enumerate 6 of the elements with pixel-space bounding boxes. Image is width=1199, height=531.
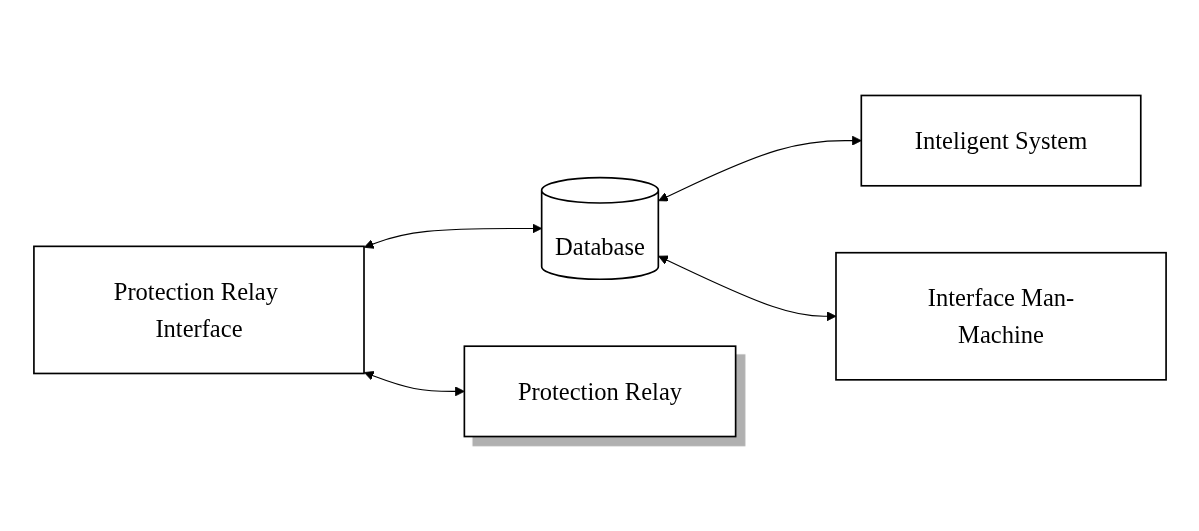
node-box: Inteligent System [859, 94, 1142, 187]
node-box: Protection Relay [463, 344, 736, 437]
arrow [657, 255, 836, 321]
node-box: Interface Man-Machine [834, 251, 1167, 381]
node-box: Protection Relay Interface [32, 245, 365, 374]
arrow [363, 223, 542, 249]
